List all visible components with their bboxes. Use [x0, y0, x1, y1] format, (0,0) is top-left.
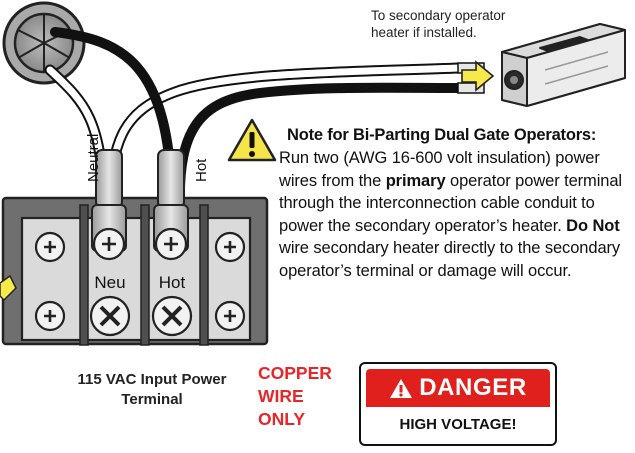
terminal-caption-line1: 115 VAC Input Power [77, 371, 227, 388]
terminal-labels: Neu Hot [89, 271, 193, 293]
neu-terminal-label: Neu [94, 273, 125, 292]
secondary-heater-label-line2: heater if installed. [371, 25, 477, 40]
arrow-left-edge-icon [0, 274, 17, 302]
copper-line1: COPPER [258, 363, 332, 383]
terminal-caption-line2: Terminal [121, 391, 183, 408]
secondary-heater-label-line1: To secondary operator [371, 8, 506, 23]
copper-line3: ONLY [258, 409, 306, 429]
danger-header-text: DANGER [419, 374, 527, 401]
hot-wire-label: Hot [193, 158, 210, 182]
note-text-3: wire secondary heater directly to the se… [279, 239, 621, 280]
danger-subtext: HIGH VOLTAGE! [399, 416, 517, 433]
secondary-heater-label: To secondary operator heater if installe… [371, 7, 505, 41]
terminal-caption: 115 VAC Input Power Terminal [52, 370, 252, 410]
heater-device-icon [501, 23, 626, 107]
neutral-wire-label: Neutral [85, 134, 102, 182]
note-text-2: operator power terminal through the inte… [279, 171, 622, 235]
note-bold-do-not: Do Not [566, 216, 620, 235]
note-bold-primary: primary [385, 171, 446, 190]
note-title: Note for Bi-Parting Dual Gate Operators: [287, 126, 597, 144]
hot-terminal-label: Hot [159, 273, 186, 292]
note-body: Run two (AWG 16-600 volt insulation) pow… [279, 147, 629, 282]
note-text-1: Run two (AWG 16-600 volt insulation) pow… [279, 149, 600, 190]
danger-sign: DANGER HIGH VOLTAGE! [359, 362, 557, 446]
terminal-screws [34, 227, 246, 337]
danger-header: DANGER [366, 369, 550, 407]
conduit-grommet [2, 1, 86, 85]
warning-triangle-icon [227, 118, 277, 162]
copper-wire-warning: COPPER WIRE ONLY [258, 362, 332, 431]
copper-line2: WIRE [258, 386, 304, 406]
danger-triangle-icon [390, 378, 413, 398]
arrow-to-heater-icon [461, 60, 495, 92]
